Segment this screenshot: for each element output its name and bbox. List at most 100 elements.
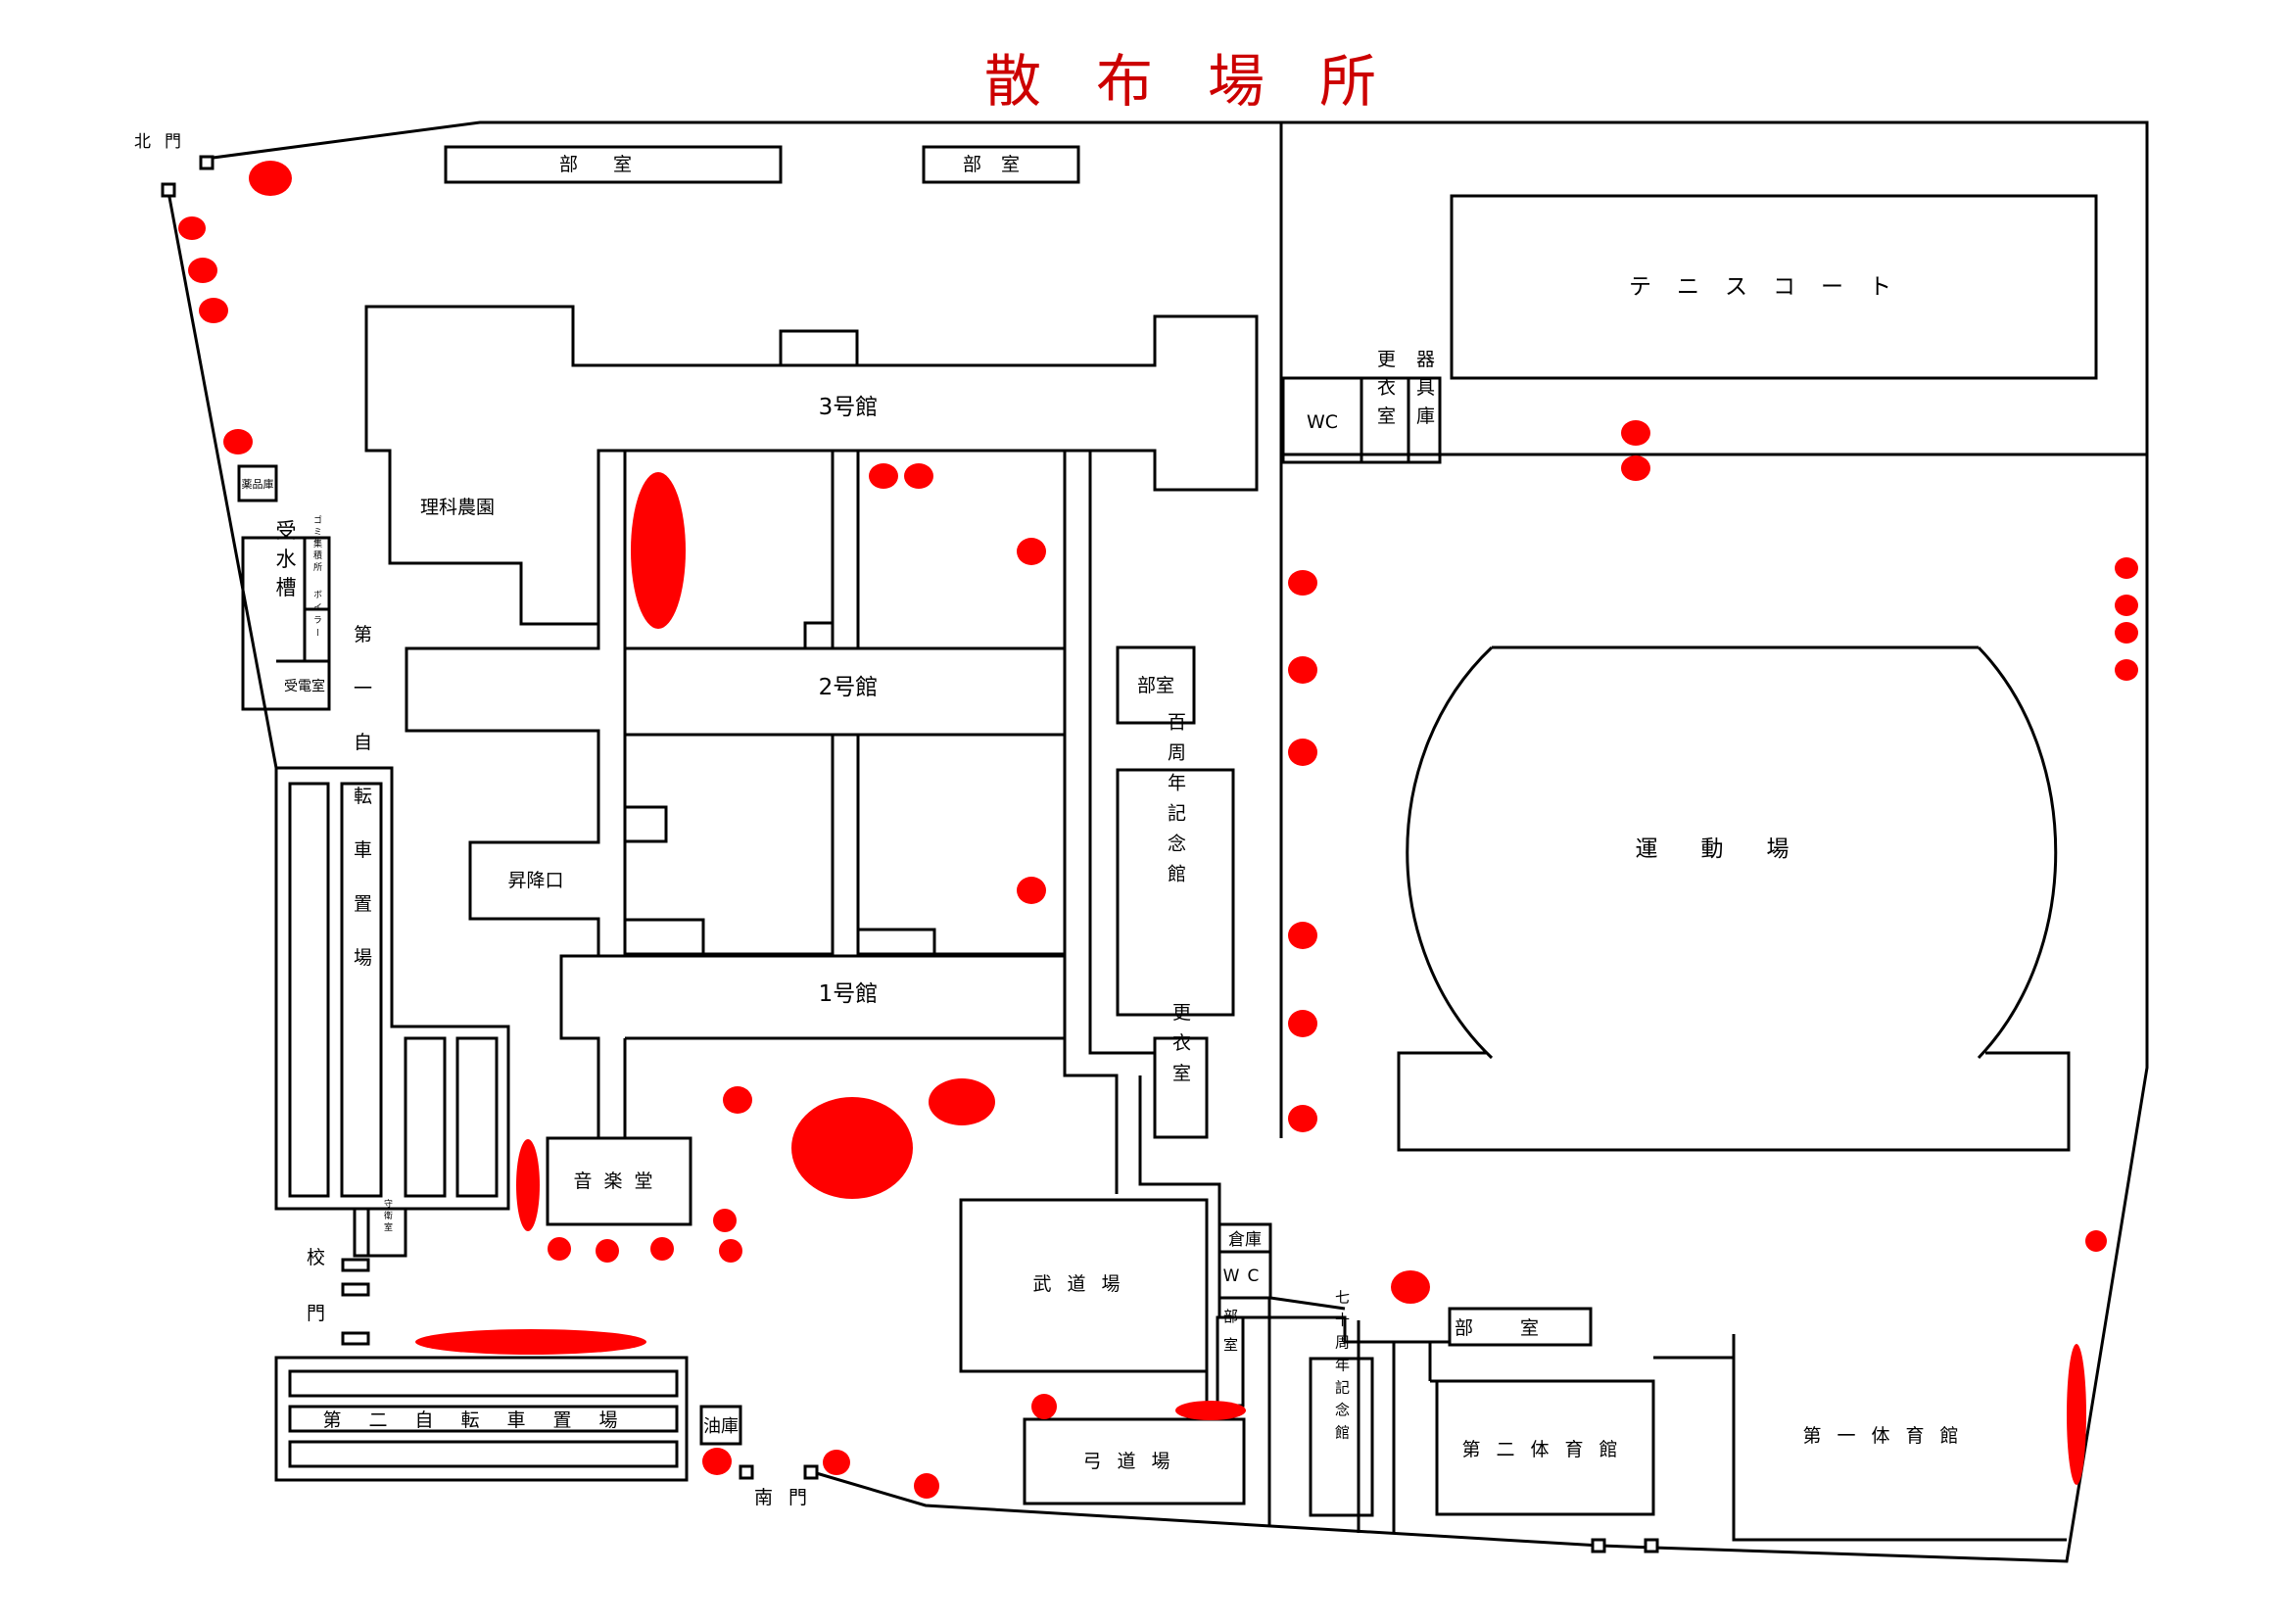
page-title: 散布場所 — [984, 48, 1431, 115]
south-gate-label: 南門 — [754, 1487, 823, 1508]
distribution-spot — [178, 216, 206, 240]
wc-label: WC — [1223, 1266, 1267, 1286]
gate-post — [341, 1258, 370, 1272]
club-room-south-2: 部室 — [1216, 1309, 1245, 1408]
wc-north: WC — [1281, 376, 1363, 464]
gym-1: 第一体育館 — [1732, 1334, 2067, 1542]
distribution-spot — [1017, 538, 1046, 565]
distribution-spot — [1288, 1010, 1317, 1037]
chemicals-store: 薬品庫 — [237, 464, 278, 502]
distribution-spot — [2115, 622, 2138, 644]
seventieth-hall: 七十周年記念館 — [1309, 1290, 1374, 1517]
building-3-entrance — [779, 329, 859, 367]
distribution-spot — [1391, 1270, 1430, 1304]
seventieth-hall-label: 七十周年記念館 — [1333, 1290, 1351, 1448]
centennial-hall-label: 百周年記念館 — [1165, 712, 1186, 894]
courtyard — [856, 733, 1067, 956]
club-room-label: 部室 — [1137, 675, 1174, 696]
water-tank-label: 受水槽 — [273, 520, 297, 605]
distribution-spot — [1288, 922, 1317, 949]
equipment-store: 器具庫 — [1407, 350, 1442, 464]
club-room-north-1: 部室 — [444, 145, 783, 184]
gate-post — [739, 1464, 754, 1480]
building-3-label: 3号館 — [819, 395, 879, 420]
distribution-spot — [415, 1329, 646, 1355]
distribution-spot — [823, 1450, 850, 1475]
distribution-spot — [1288, 1105, 1317, 1132]
distribution-spot — [249, 161, 292, 196]
club-room-north-2: 部室 — [922, 145, 1080, 184]
distribution-spot — [199, 298, 228, 323]
gym-2-label: 第二体育館 — [1461, 1439, 1633, 1460]
gate-post — [803, 1464, 819, 1480]
kyudo-hall: 弓道場 — [1023, 1371, 1246, 1505]
utility-cluster: 受水槽 ゴミ集積所 ボイラー 受電室 — [241, 514, 331, 711]
gym-2: 第二体育館 — [1430, 1356, 1734, 1516]
kyudo-hall-label: 弓道場 — [1082, 1451, 1185, 1472]
centennial-hall: 百周年記念館 — [1116, 712, 1235, 1017]
courtyard-annex — [856, 928, 936, 956]
distribution-spot — [2085, 1230, 2107, 1252]
music-hall-label: 音楽堂 — [573, 1170, 664, 1192]
distribution-spot — [869, 463, 898, 489]
club-room-label: 部室 — [1221, 1309, 1239, 1365]
distribution-spot — [1288, 739, 1317, 766]
changing-room-label: 更衣室 — [1169, 1003, 1191, 1094]
oil-store: 油庫 — [699, 1405, 742, 1446]
guard-room-label: 守衛室 — [382, 1198, 393, 1234]
building-1-label: 1号館 — [819, 981, 879, 1007]
courtyard — [623, 733, 835, 956]
club-room-south: 部室 — [1217, 1296, 1593, 1347]
campus-boundary — [167, 120, 2149, 1563]
gate-post — [199, 155, 215, 170]
distribution-spot — [1621, 455, 1650, 481]
gate-post — [1591, 1538, 1606, 1553]
distribution-spot — [596, 1239, 619, 1263]
distribution-spot — [548, 1237, 571, 1261]
boiler-label: ボイラー — [311, 590, 322, 641]
sports-ground: 運動場 — [1397, 645, 2071, 1152]
courtyard-annex — [623, 805, 668, 843]
courtyard-annex — [623, 918, 705, 956]
garbage-area-label: ゴミ集積所 — [311, 514, 322, 574]
gym-1-label: 第一体育館 — [1802, 1425, 1974, 1447]
science-farm-label: 理科農園 — [420, 497, 495, 518]
music-hall: 音楽堂 — [546, 1136, 692, 1226]
courtyard — [623, 449, 835, 650]
south-walls — [1267, 1298, 1432, 1533]
bicycle-lot-1: 第一自転車置場 — [274, 624, 510, 1211]
club-room-label: 部室 — [559, 154, 667, 175]
distribution-spot — [1288, 570, 1317, 596]
distribution-spot — [702, 1448, 732, 1475]
distribution-spot — [223, 429, 253, 454]
distribution-spot — [631, 472, 686, 629]
budo-hall: 武道場 — [959, 1074, 1221, 1373]
bicycle-lot-2-label: 第二自転車置場 — [322, 1409, 644, 1431]
distribution-spot — [929, 1078, 995, 1125]
distribution-spot — [188, 258, 217, 283]
distribution-spot — [713, 1209, 737, 1232]
distribution-spot — [719, 1239, 742, 1263]
distribution-spot — [2067, 1344, 2086, 1485]
courtyards — [623, 449, 1067, 956]
storage-wc: 倉庫 WC — [1217, 1222, 1272, 1300]
gate-post — [341, 1282, 370, 1297]
building-2-label: 2号館 — [819, 675, 879, 700]
distribution-spot — [2115, 557, 2138, 579]
north-gate: 北門 — [134, 132, 215, 198]
chemicals-store-label: 薬品庫 — [242, 477, 274, 491]
distribution-spot — [914, 1473, 939, 1499]
elevator-label: 昇降口 — [507, 870, 563, 891]
club-room-label: 部室 — [1455, 1317, 1586, 1339]
distribution-spot — [1175, 1401, 1246, 1420]
bicycle-lot-2: 第二自転車置場 — [274, 1356, 689, 1482]
distribution-spot — [1288, 656, 1317, 684]
gate-post — [161, 182, 176, 198]
distribution-spot — [1621, 420, 1650, 446]
budo-hall-label: 武道場 — [1032, 1273, 1135, 1295]
building-3: 3号館 理科農園 — [364, 305, 1259, 626]
gate-post — [1644, 1538, 1659, 1553]
distribution-spot — [650, 1237, 674, 1261]
tennis-court: テニスコート — [1450, 194, 2098, 380]
